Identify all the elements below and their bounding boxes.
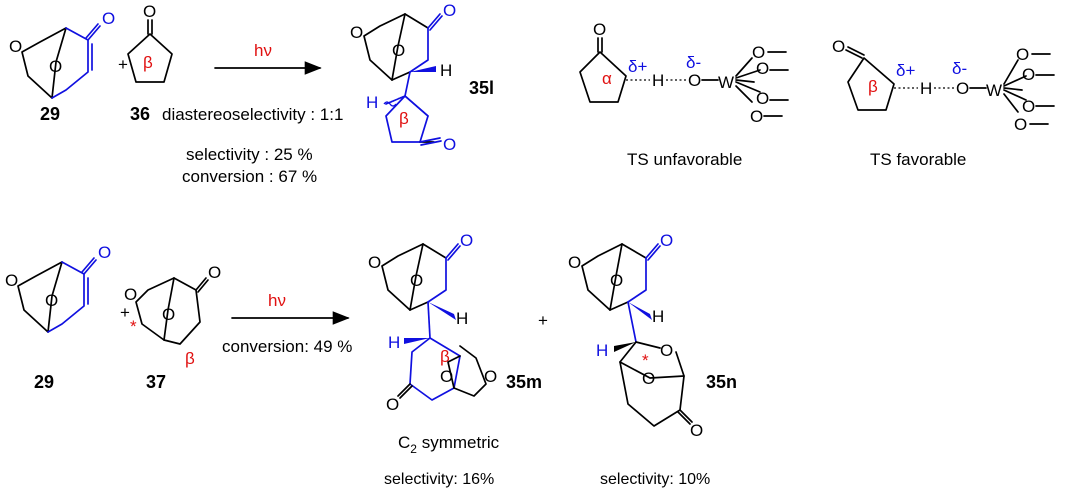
ts2-o4: O xyxy=(1014,115,1027,134)
ring-oxygen-35n-b: O xyxy=(660,341,673,360)
selectivity-text-row1: selectivity : 25 % xyxy=(186,145,313,164)
ts2-o: O xyxy=(956,79,969,98)
carbonyl-oxygen-35n-top: O xyxy=(660,231,673,250)
h-atom-35m-bottom: H xyxy=(388,333,400,352)
beta-label-ts2: β xyxy=(868,77,878,96)
carbonyl-oxygen-35m-b: O xyxy=(386,395,399,414)
delta-minus-1: δ- xyxy=(686,53,701,72)
structure-35m: O O O H H O O O β xyxy=(368,231,497,414)
carbonyl-oxygen-35n-b: O xyxy=(690,421,703,440)
ts-unfavorable-label: TS unfavorable xyxy=(627,150,742,169)
carbonyl-oxygen-35l: O xyxy=(443,1,456,20)
carbonyl-oxygen: O xyxy=(102,9,115,28)
light-label-2: hν xyxy=(268,291,286,310)
bridge-oxygen-37: O xyxy=(162,305,175,324)
ts1-h: H xyxy=(652,71,664,90)
ts2-o1: O xyxy=(1016,45,1029,64)
ts2-w: W xyxy=(986,81,1002,100)
ts1-o4: O xyxy=(750,107,763,126)
label-36: 36 xyxy=(130,104,150,124)
ts2-o3: O xyxy=(1022,97,1035,116)
beta-label-35l: β xyxy=(399,109,409,128)
label-35m: 35m xyxy=(506,372,542,392)
ring-oxygen: O xyxy=(9,37,22,56)
h-atom-35n-top: H xyxy=(652,307,664,326)
h-atom-35n-bottom: H xyxy=(596,341,608,360)
beta-label-37: β xyxy=(185,349,195,368)
ts2-o2: O xyxy=(1022,65,1035,84)
selectivity-35n: selectivity: 10% xyxy=(600,471,710,488)
ketone-oxygen-37: O xyxy=(208,263,221,282)
ts1-oxygen: O xyxy=(593,20,606,39)
ring-oxygen-35n-top: O xyxy=(568,253,581,272)
carbonyl-oxygen-35l-b: O xyxy=(443,135,456,154)
beta-label-36: β xyxy=(143,53,153,72)
carbonyl-oxygen-29b: O xyxy=(98,243,111,262)
h-atom-35l-top: H xyxy=(440,61,452,80)
bridge-oxygen-35m-b: O xyxy=(440,367,453,386)
structure-29-row2: O O O xyxy=(5,243,111,333)
label-29-row2: 29 xyxy=(34,372,54,392)
ring-oxygen-29b: O xyxy=(5,271,18,290)
h-atom-35l-bottom: H xyxy=(366,93,378,112)
star-35n: * xyxy=(642,351,649,370)
alpha-label: α xyxy=(602,69,612,88)
ts1-o1: O xyxy=(752,43,765,62)
conversion-text-row2: conversion: 49 % xyxy=(222,337,352,356)
structure-37: O O O * β xyxy=(124,263,221,368)
delta-plus-1: δ+ xyxy=(628,57,647,76)
selectivity-35m: selectivity: 16% xyxy=(384,471,494,488)
structure-35l: O O O H H O β xyxy=(350,1,456,154)
c2-label: C2 symmetric xyxy=(398,433,500,456)
label-37: 37 xyxy=(146,372,166,392)
plus-sign-3: + xyxy=(538,311,548,330)
ts1-o2: O xyxy=(756,59,769,78)
ts1-o: O xyxy=(688,71,701,90)
ring-oxygen-35l: O xyxy=(350,23,363,42)
ketone-oxygen-36: O xyxy=(143,2,156,21)
conversion-text-row1: conversion : 67 % xyxy=(182,167,317,186)
structure-36: O β xyxy=(127,2,173,83)
ts1-w: W xyxy=(718,73,734,92)
plus-sign-1: + xyxy=(118,55,128,74)
bridge-oxygen-35m-top: O xyxy=(410,271,423,290)
star-37: * xyxy=(130,317,137,336)
diastereoselectivity-text: diastereoselectivity : 1:1 xyxy=(162,105,343,124)
label-35n: 35n xyxy=(706,372,737,392)
plus-sign-2: + xyxy=(120,303,130,322)
label-29-row1: 29 xyxy=(40,104,60,124)
c2-c: C xyxy=(398,433,410,452)
ts1-o3: O xyxy=(756,89,769,108)
c2-rest: symmetric xyxy=(417,433,500,452)
h-atom-35m-top: H xyxy=(456,309,468,328)
bridge-oxygen-35n-b: O xyxy=(642,369,655,388)
ts-unfavorable: O α δ+ H δ- O W O O O O xyxy=(579,20,789,126)
bridge-oxygen-35n-top: O xyxy=(610,271,623,290)
ring-oxygen-35m-b: O xyxy=(484,367,497,386)
ts-favorable-label: TS favorable xyxy=(870,150,966,169)
structure-29-row1: O O O xyxy=(9,9,115,99)
delta-plus-2: δ+ xyxy=(896,61,915,80)
bridge-oxygen-35l: O xyxy=(392,41,405,60)
ring-oxygen-35m-top: O xyxy=(368,253,381,272)
ts2-oxygen: O xyxy=(832,37,845,56)
beta-label-35m: β xyxy=(440,347,450,366)
ts2-h: H xyxy=(920,79,932,98)
structure-35n: O O O H H * O O O xyxy=(568,231,703,440)
light-label-1: hν xyxy=(254,41,272,60)
bridge-oxygen-29b: O xyxy=(45,291,58,310)
ts-favorable: O β δ+ H δ- O W O O O O xyxy=(832,37,1055,134)
delta-minus-2: δ- xyxy=(952,59,967,78)
label-35l: 35l xyxy=(469,78,494,98)
c2-sub: 2 xyxy=(410,442,417,456)
bridge-oxygen: O xyxy=(49,57,62,76)
ring-oxygen-37: O xyxy=(124,285,137,304)
carbonyl-oxygen-35m-top: O xyxy=(460,231,473,250)
